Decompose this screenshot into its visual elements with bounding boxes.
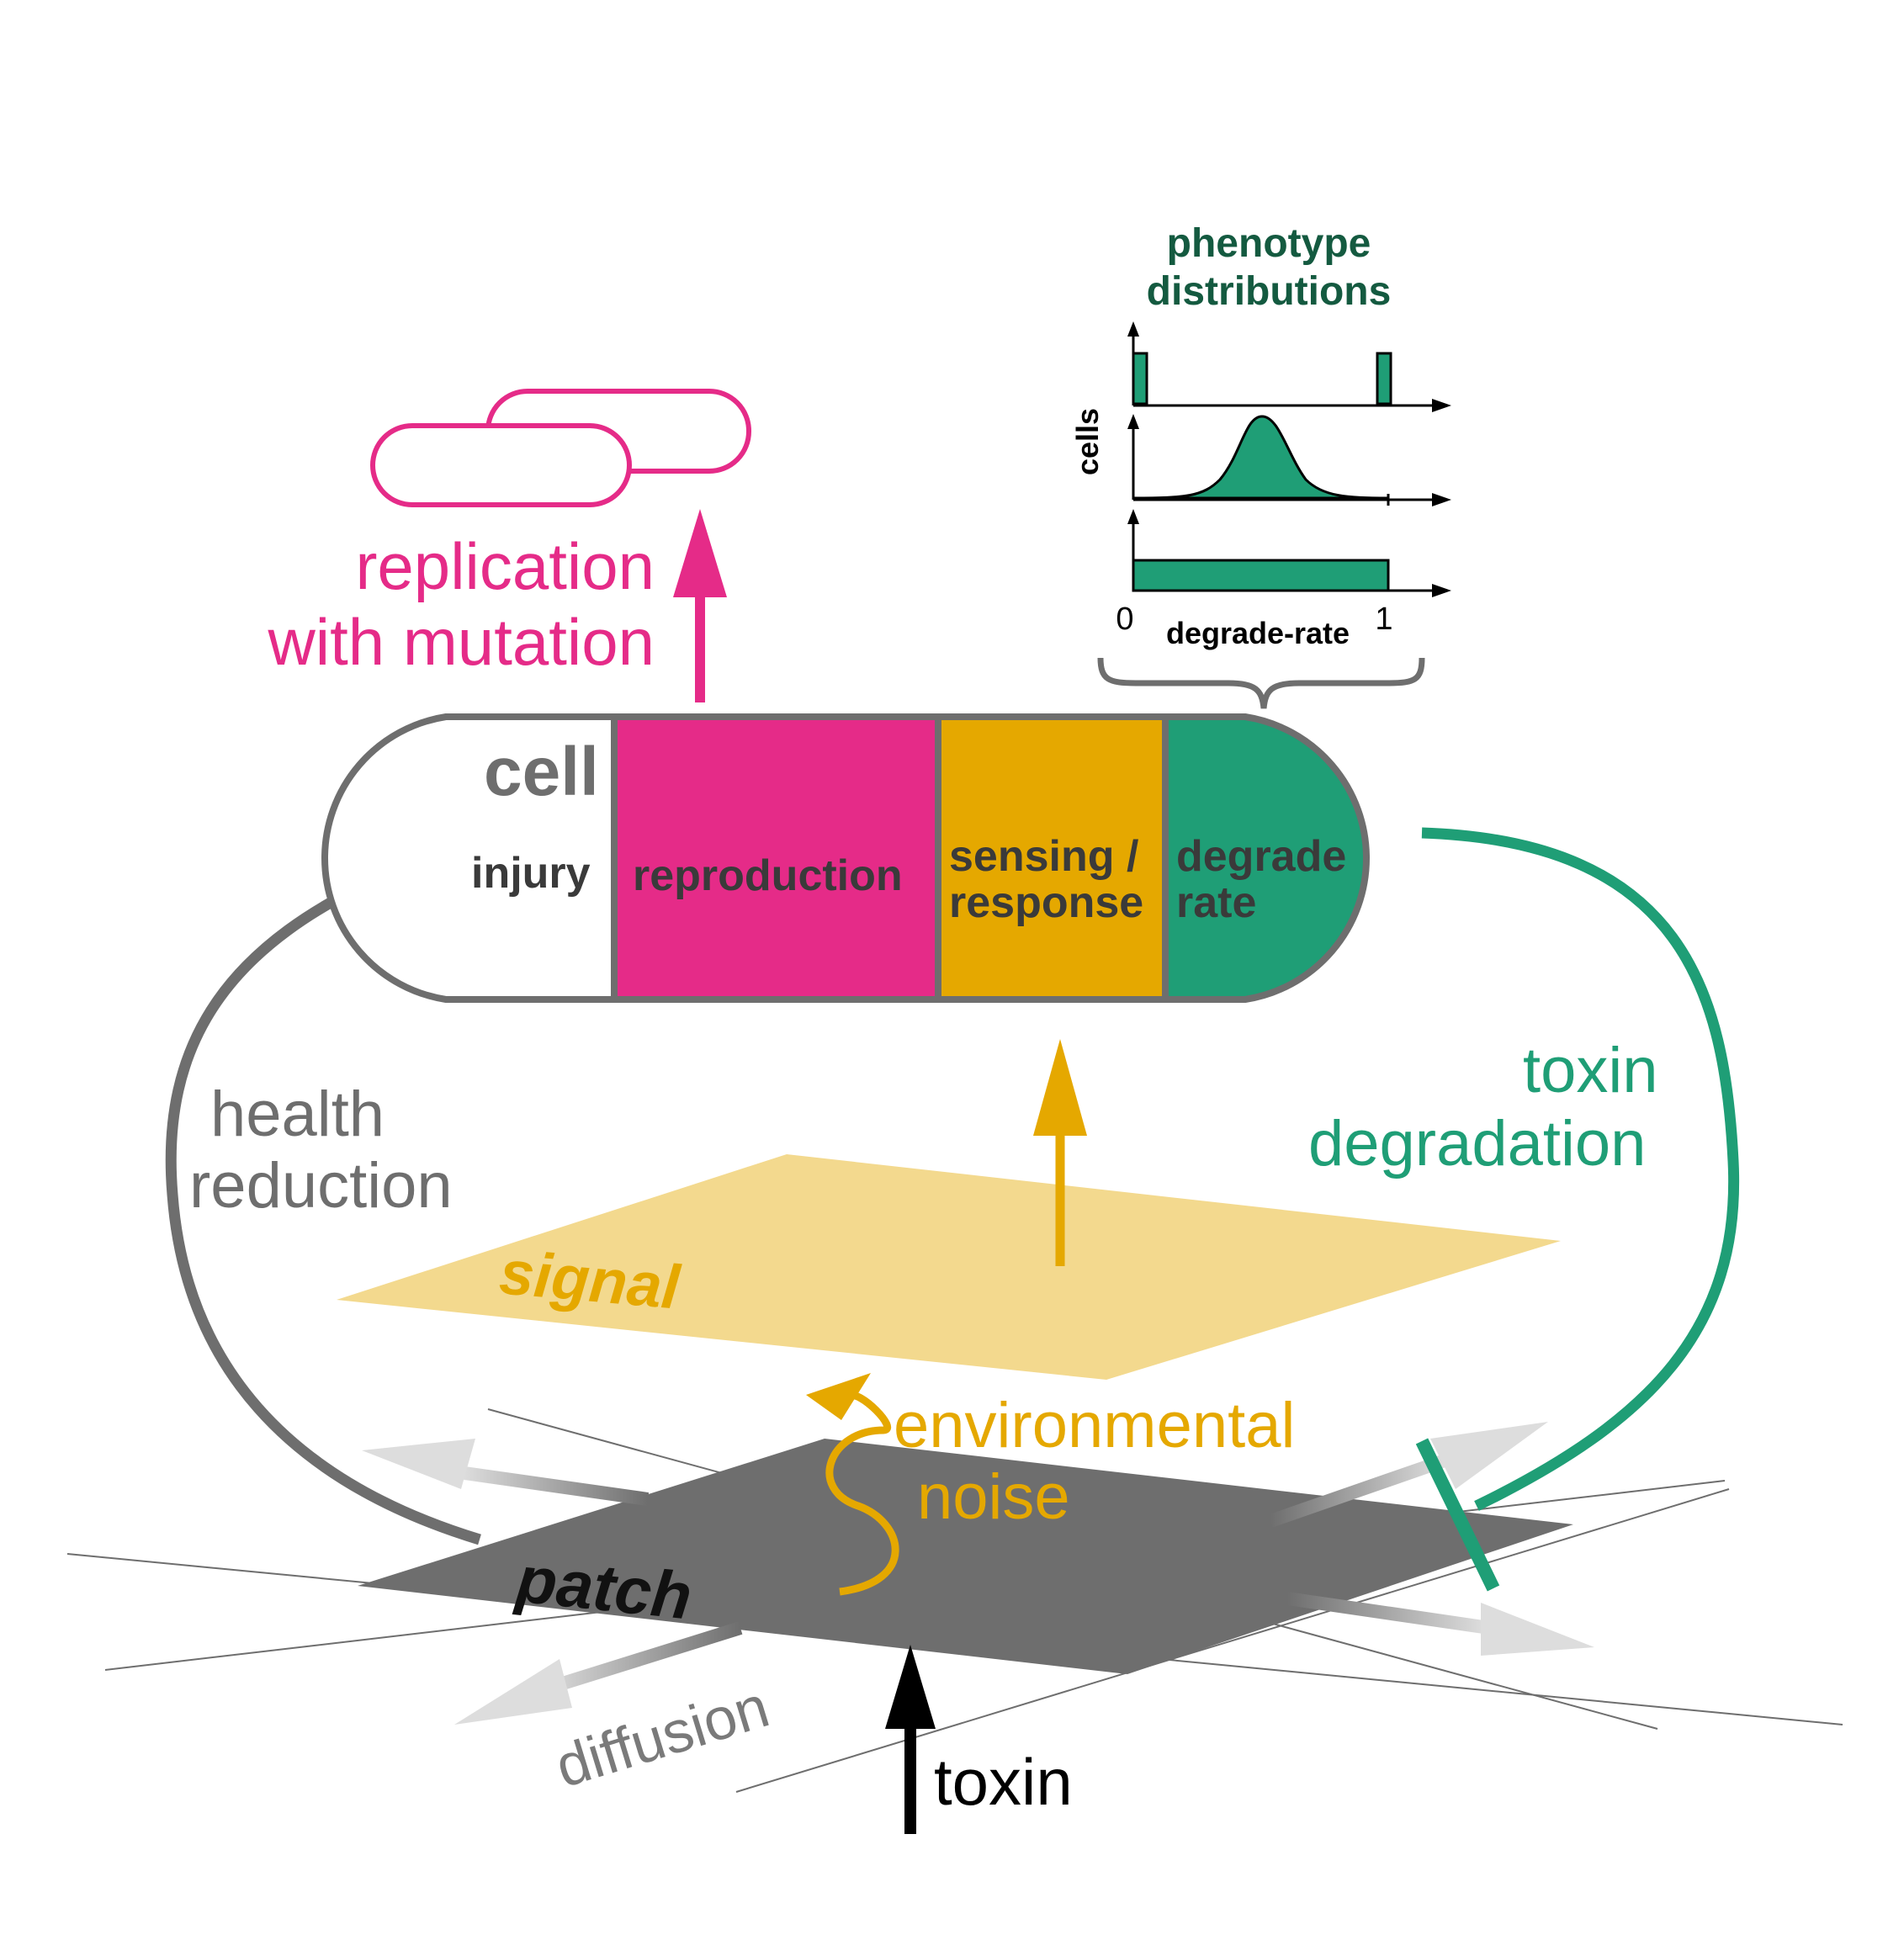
uniform-bar (1132, 559, 1390, 592)
cell-injury-compartment (325, 717, 614, 999)
cell-sensing-label-line1: sensing / (949, 832, 1138, 881)
cell-title: cell (484, 734, 599, 810)
phenotype-title-line2: distributions (1147, 269, 1392, 314)
cell-degrade-label-line1: degrade (1176, 832, 1346, 881)
signal-label: signal (497, 1237, 684, 1322)
replication-arrow (673, 509, 727, 702)
panel-y-arrowhead (1127, 321, 1139, 337)
toxin-degradation-inhibit-bar (1415, 1438, 1500, 1592)
phenotype-title-line1: phenotype (1167, 221, 1371, 266)
phenotype-distributions: phenotype distributions cells (1070, 221, 1451, 709)
patch-plane (358, 1439, 1573, 1674)
diffusion-label: diffusion (549, 1673, 777, 1800)
signal-to-cell-arrow (1033, 1039, 1087, 1266)
replication-label-line1: replication (355, 529, 655, 603)
bimodal-bar-high (1376, 352, 1392, 406)
health-reduction-line2: reduction (189, 1150, 453, 1222)
phenotype-panel-gaussian (1127, 414, 1451, 506)
panel-x-arrowhead (1432, 493, 1451, 506)
cell-injury-label: injury (471, 849, 591, 898)
panel-x-arrowhead (1432, 399, 1451, 412)
daughter-cell-front (370, 423, 632, 507)
cell-sensing-compartment (938, 717, 1165, 999)
cell-reproduction-label: reproduction (633, 851, 903, 900)
diffusion-arrowhead-lower-right (1481, 1603, 1594, 1656)
phenotype-panel-uniform (1127, 509, 1451, 597)
environmental-noise-squiggle (825, 1391, 899, 1596)
diffusion-arrow-lower-right (1286, 1592, 1491, 1635)
environmental-noise-arrowhead (806, 1373, 871, 1420)
phenotype-ylabel: cells (1070, 408, 1105, 475)
phenotype-x-min: 0 (1116, 602, 1133, 637)
cell: cell injury reproduction sensing / respo… (321, 713, 1370, 1003)
toxin-degradation-line1: toxin (1523, 1035, 1658, 1106)
diffusion-arrowhead-lower-left (454, 1659, 572, 1725)
gaussian-curve (1132, 415, 1389, 500)
panel-y-arrowhead (1127, 509, 1139, 524)
phenotype-brace (1097, 657, 1425, 709)
cell-degrade-compartment (1165, 717, 1366, 999)
phenotype-x-max: 1 (1375, 602, 1392, 637)
bimodal-bar-low (1132, 352, 1148, 406)
diffusion-arrow-upper-right (1268, 1453, 1450, 1528)
toxin-input-arrow (885, 1645, 936, 1834)
toxin-degradation-loop (1421, 827, 1740, 1511)
phenotype-xlabel: degrade-rate (1166, 616, 1350, 650)
toxin-degradation-line2: degradation (1308, 1108, 1646, 1179)
grid-line (735, 1488, 1730, 1793)
patch-label: patch (512, 1541, 695, 1633)
health-reduction-loop (165, 866, 481, 1545)
replication-label-line2: with mutation (267, 605, 655, 679)
panel-x-arrowhead (1432, 584, 1451, 597)
toxin-label: toxin (934, 1745, 1073, 1819)
diffusion-arrow-lower-left (536, 1621, 743, 1698)
signal-plane (337, 1154, 1561, 1380)
diffusion-arrowhead-upper-right (1430, 1422, 1548, 1489)
diffusion-arrows (362, 1422, 1594, 1725)
diffusion-arrowhead-upper-left (362, 1439, 475, 1489)
panel-y-arrowhead (1127, 414, 1139, 429)
cell-outline (321, 713, 1370, 1003)
health-reduction-line1: health (210, 1079, 385, 1150)
environmental-noise-line1: environmental (894, 1390, 1295, 1461)
cell-degrade-label-line2: rate (1176, 878, 1256, 927)
environmental-noise-line2: noise (917, 1461, 1070, 1533)
cell-reproduction-compartment (614, 717, 938, 999)
phenotype-panel-bimodal (1127, 321, 1451, 412)
diffusion-arrow-upper-left (457, 1466, 650, 1506)
cell-sensing-label-line2: response (949, 878, 1143, 927)
